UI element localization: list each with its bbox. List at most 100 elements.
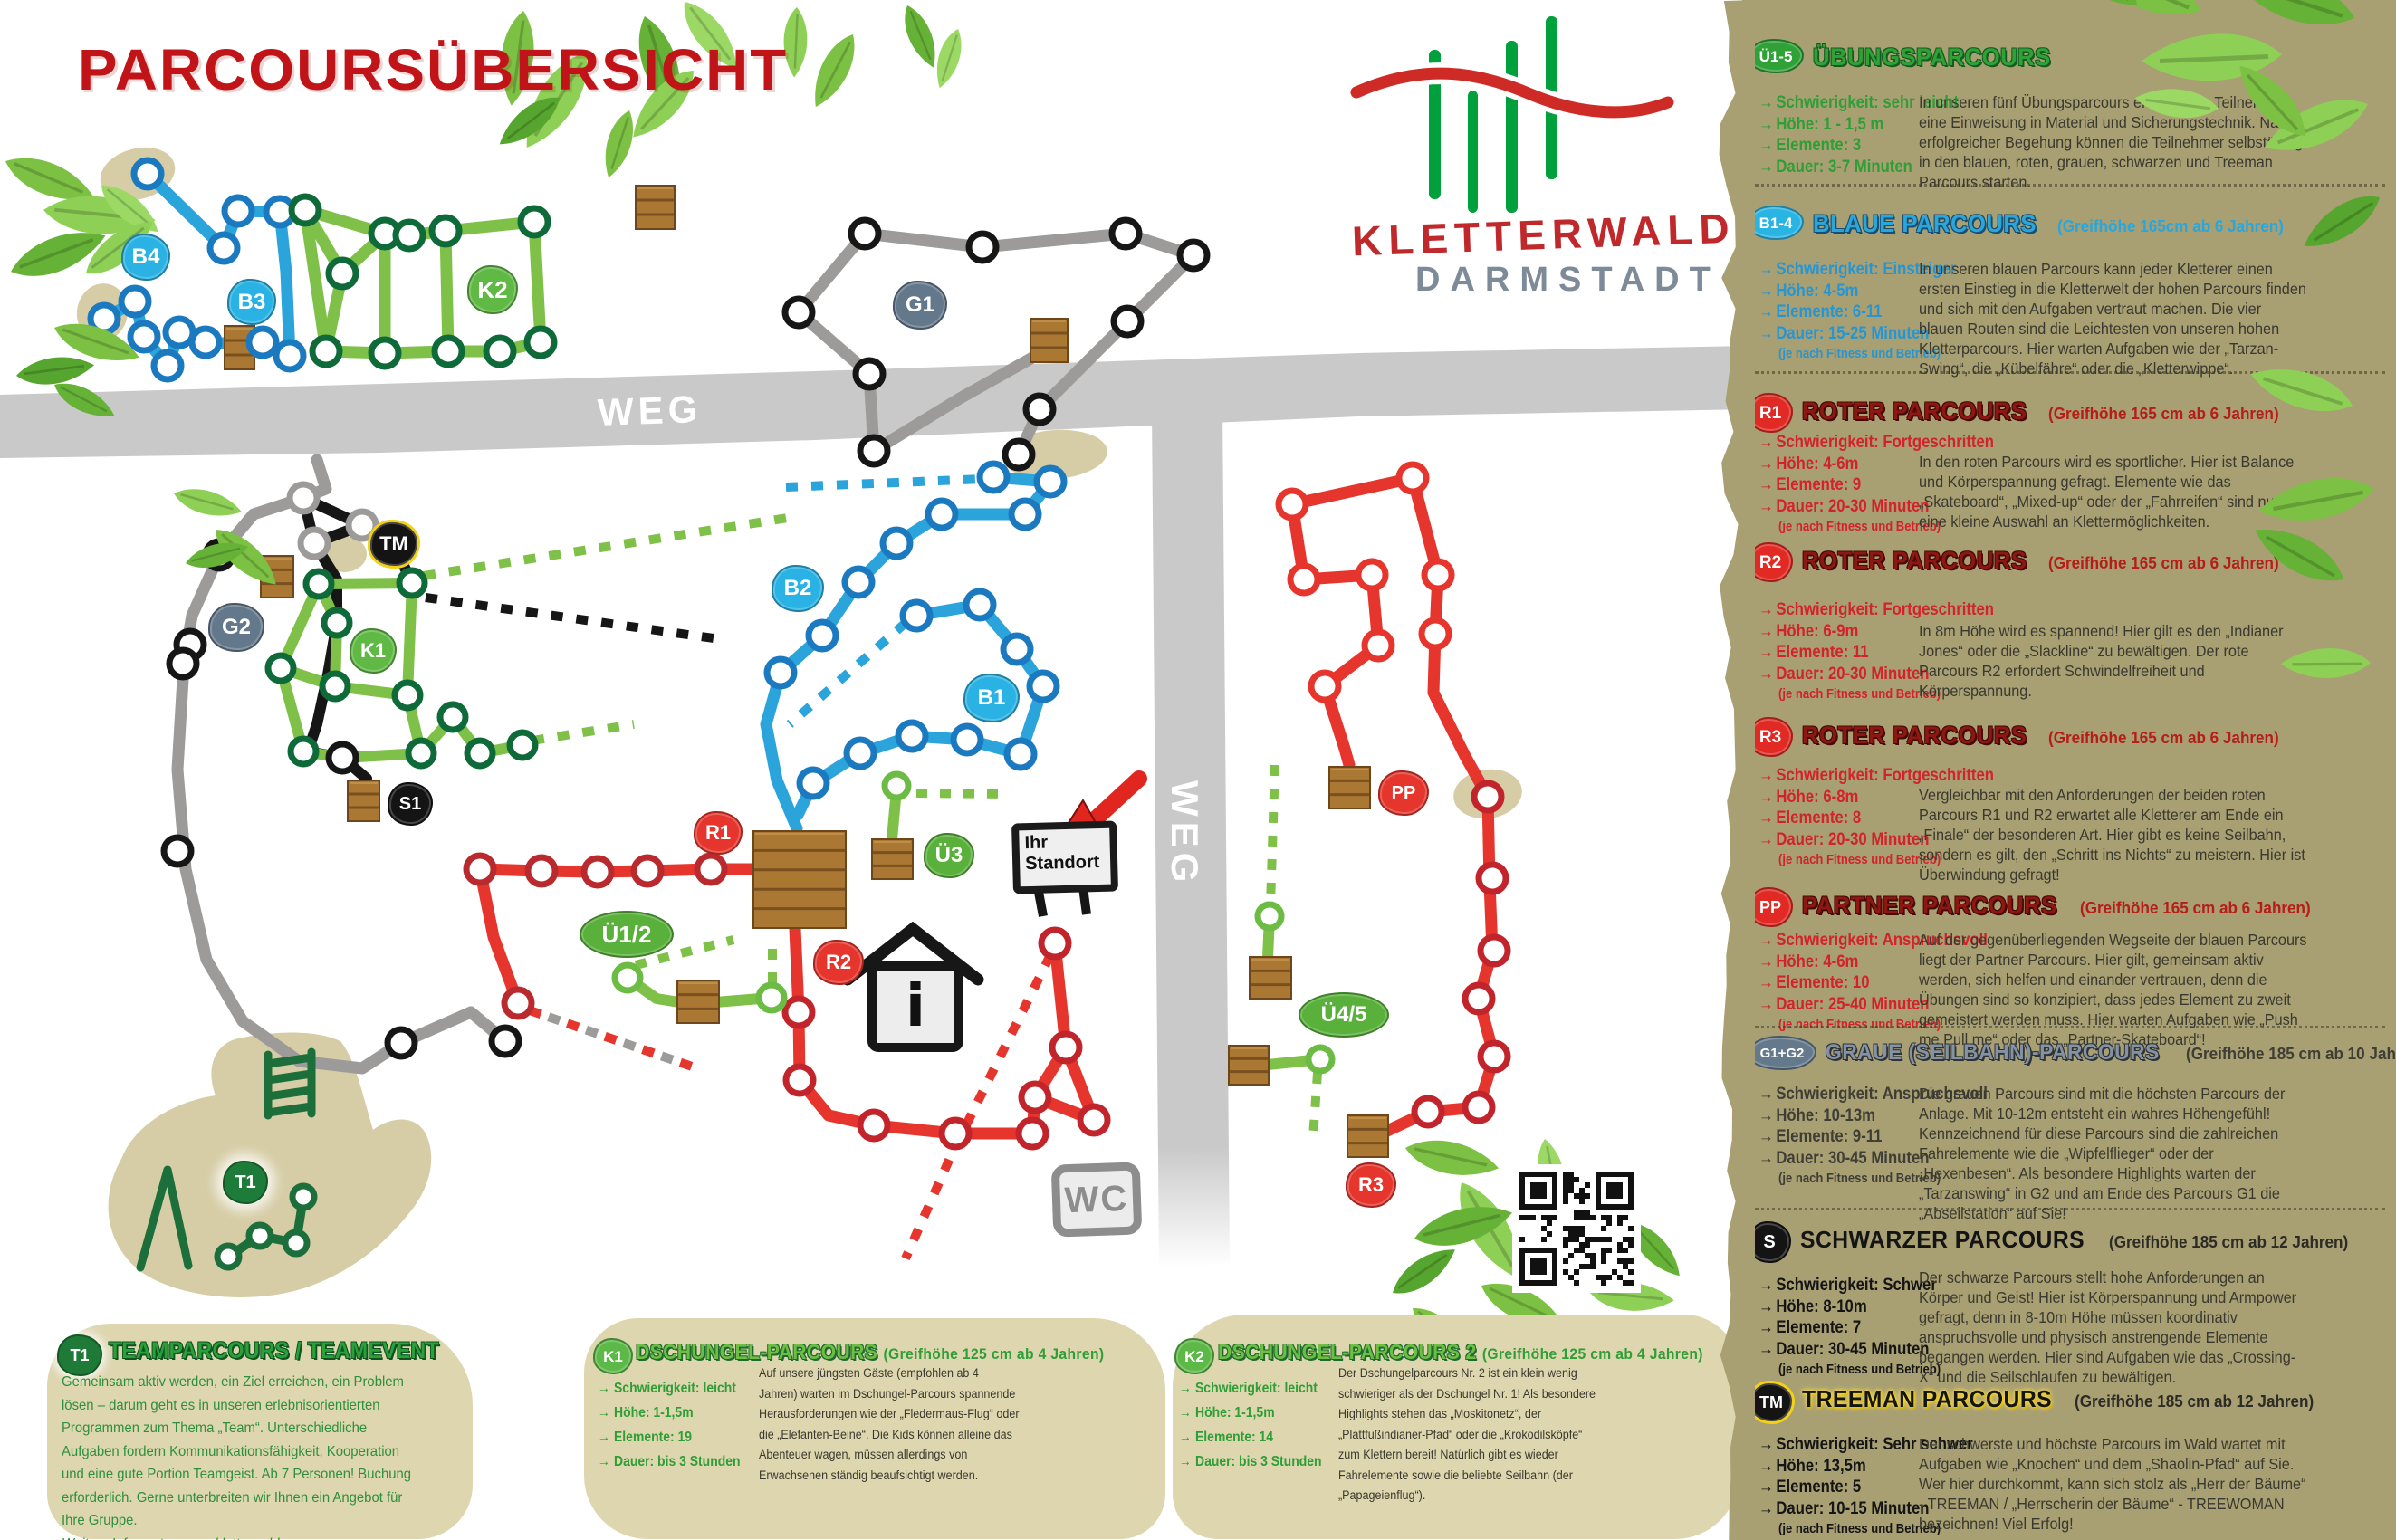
trail-node	[1002, 437, 1036, 472]
logo-kletterwald-text: KLETTERWALD	[1351, 204, 1737, 265]
spec-item: →Schwierigkeit: Fortgeschritten	[1759, 433, 1994, 452]
footer-title: TEAMPARCOURS / TEAMEVENT	[109, 1338, 439, 1363]
spec-item: →Höhe: 4-6m	[1759, 454, 1859, 473]
spec-item: →Elemente: 9	[1759, 475, 1862, 494]
leaf-icon	[1629, 1222, 1680, 1277]
spec-item: →Höhe: 1 - 1,5 m	[1759, 114, 1884, 134]
leaf-icon	[1393, 1249, 1455, 1294]
trail-node	[611, 961, 644, 994]
wooden-platform	[676, 980, 720, 1024]
map-badge-Ü4/5: Ü4/5	[1299, 992, 1389, 1038]
spec-item: →Elemente: 5	[1759, 1478, 1862, 1497]
trail-node	[436, 701, 469, 733]
trail-node	[302, 568, 335, 600]
leaf-icon	[936, 29, 962, 89]
section-subtitle: (Greifhöhe 165 cm ab 6 Jahren)	[2047, 405, 2279, 423]
leaf-icon	[54, 383, 115, 416]
leaf-icon	[684, 2, 737, 69]
section-subtitle: (Greifhöhe 165 cm ab 6 Jahren)	[2079, 899, 2311, 917]
leaf-icon	[1405, 1140, 1500, 1175]
leaf-icon	[101, 185, 158, 233]
trail-green-t1-deco	[264, 1069, 316, 1085]
trail-gray-g1	[867, 342, 1055, 457]
trail-green-k2	[379, 336, 547, 359]
trail-node	[160, 834, 195, 868]
trail-node	[1411, 1095, 1445, 1129]
map-badge-K2: K2	[467, 265, 518, 314]
trail-node	[1275, 487, 1309, 521]
leaf-icon	[16, 357, 95, 385]
trail-node	[1254, 901, 1285, 932]
footer-blob	[47, 1324, 473, 1539]
trail-node	[1395, 461, 1430, 495]
trail-node	[1000, 632, 1034, 666]
trail-node	[965, 230, 1000, 264]
section-specs: →Schwierigkeit: Einsteiger→Höhe: 4-5m→El…	[1759, 259, 1985, 362]
trail-node	[464, 737, 496, 770]
trail-node	[506, 729, 539, 761]
leaf-icon	[174, 489, 242, 516]
trail-green-t1	[224, 1192, 308, 1261]
wooden-platform	[1328, 766, 1371, 809]
leaf-icon	[54, 323, 139, 360]
trail-green-k1	[402, 578, 417, 701]
trail-node	[580, 855, 615, 889]
spec-note: (je nach Fitness und Betrieb)	[1778, 1172, 1941, 1186]
section-description: Auf der gegenüberliegenden Wegseite der …	[1919, 931, 2307, 1048]
trail-node	[517, 205, 551, 239]
trail-green-k2	[528, 215, 547, 349]
trail-blue-b2-dash	[785, 474, 983, 492]
trail-green-ue12-dash	[634, 935, 735, 970]
info-label: Weitere Infos unter:	[62, 1536, 183, 1540]
trail-node	[950, 722, 984, 757]
leaf-icon	[499, 97, 560, 145]
trail-node	[273, 339, 307, 373]
map-badge-PP: PP	[1378, 770, 1429, 816]
spec-item: →Höhe: 8-10m	[1759, 1296, 1867, 1316]
section-separator	[1755, 1208, 2385, 1210]
spec-note: (je nach Fitness und Betrieb)	[1778, 347, 1941, 361]
map-badge-B4: B4	[121, 234, 170, 281]
leaf-icon	[905, 5, 935, 68]
trail-node	[405, 737, 437, 770]
footer-blob	[1173, 1315, 1739, 1539]
spec-item: →Elemente: 10	[1759, 973, 1870, 992]
section-title: BLAUE PARCOURS	[1813, 210, 2037, 237]
sidebar-badge-b: B1-4	[1748, 206, 1804, 240]
sidebar-badge-r3: R3	[1748, 717, 1793, 757]
spec-item: →Höhe: 6-8m	[1759, 787, 1859, 807]
trail-node	[384, 1026, 418, 1060]
spec-item: →Schwierigkeit: Fortgeschritten	[1759, 600, 1994, 619]
spec-item: →Höhe: 4-5m	[1759, 281, 1859, 301]
trail-green-ue3-dash	[915, 789, 1012, 799]
team-description: Gemeinsam aktiv werden, ein Ziel erreich…	[62, 1371, 426, 1540]
trail-node	[1022, 392, 1057, 426]
footer-title: DSCHUNGEL-PARCOURS 2 (Greifhöhe 125 cm a…	[1218, 1340, 1703, 1363]
trail-node	[162, 315, 196, 349]
trail-node	[431, 334, 465, 368]
trail-node	[221, 194, 255, 228]
spec-item: →Dauer: 25-40 Minuten	[1759, 994, 1930, 1014]
wooden-platform	[1228, 1045, 1270, 1086]
sidebar-badge-s: S	[1748, 1221, 1791, 1263]
spec-item: →Elemente: 6-11	[1759, 302, 1883, 321]
group-info-link[interactable]: www.kletterwald-darmstadt.de/gruppen.htm…	[62, 1536, 284, 1540]
spec-item: →Dauer: 10-15 Minuten	[1759, 1498, 1930, 1518]
spec-item: →Dauer: bis 3 Stunden	[598, 1454, 741, 1469]
trail-node	[1477, 933, 1511, 968]
wc-sign: WC	[1050, 1162, 1143, 1238]
trail-green-k2	[439, 225, 455, 358]
spec-item: →Höhe: 1-1,5m	[1179, 1405, 1275, 1420]
trail-node	[501, 986, 535, 1020]
trail-node	[763, 655, 798, 690]
trail-red-gray-dash	[528, 1006, 699, 1073]
trail-node	[1003, 737, 1038, 771]
trail-node	[1287, 562, 1321, 597]
trail-node	[755, 981, 788, 1014]
leaf-icon	[11, 233, 106, 276]
section-specs: →Schwierigkeit: Fortgeschritten →Höhe: 4-…	[1759, 432, 1994, 535]
jungle-description: Der Dschungelparcours Nr. 2 ist ein klei…	[1338, 1366, 1596, 1502]
section-description: Der schwerste und höchste Parcours im Wa…	[1919, 1435, 2306, 1533]
logo-wave	[1350, 67, 1674, 119]
